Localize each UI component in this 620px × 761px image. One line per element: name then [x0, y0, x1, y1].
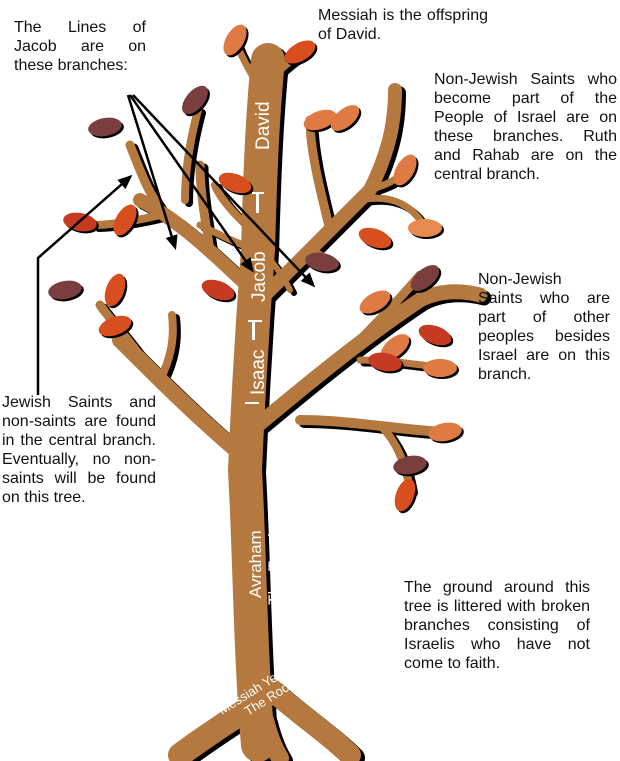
leaf — [48, 280, 82, 300]
leaf — [98, 315, 132, 337]
leaf — [358, 227, 392, 249]
pointer-arrow — [132, 94, 314, 286]
leaf — [284, 40, 316, 64]
leaf — [418, 324, 452, 346]
leaf — [423, 359, 457, 377]
branch — [325, 270, 425, 375]
leaf — [359, 290, 391, 314]
leaf — [303, 109, 337, 131]
arrowhead — [117, 174, 133, 190]
label-isaac: Isaac — [248, 350, 269, 395]
branch — [133, 193, 259, 297]
branch — [195, 160, 215, 255]
lines-of-jacob-text: The Lines of Jacob are on these branches… — [14, 19, 146, 74]
leaf — [408, 219, 442, 237]
divider — [248, 320, 262, 322]
divider — [252, 320, 255, 340]
leaf — [218, 172, 252, 194]
leaf — [223, 24, 247, 56]
branch — [259, 247, 293, 293]
branch — [256, 711, 289, 761]
jewish-saints-text: Jewish Saints and non-saints are found i… — [2, 394, 156, 506]
branch — [244, 284, 488, 438]
leaf — [368, 352, 402, 372]
leaf — [393, 455, 427, 475]
leaf — [330, 105, 360, 131]
branch — [261, 679, 361, 761]
leaf — [201, 279, 235, 301]
label-trunk: The Trunk — [265, 528, 284, 605]
pointer-arrow — [126, 94, 177, 248]
divider — [245, 402, 259, 404]
divider — [256, 193, 259, 213]
non-jewish-other-text: Non-Jewish Saints who are part of other … — [478, 271, 610, 383]
leaf — [104, 273, 126, 307]
branch — [228, 43, 285, 761]
arrowhead — [300, 272, 316, 288]
leaf — [410, 265, 440, 291]
branch — [305, 115, 335, 235]
pointer-arrow — [128, 94, 254, 271]
pointer-arrow — [36, 176, 131, 395]
label-david: David — [253, 101, 274, 150]
leaf — [394, 478, 416, 512]
arrowhead — [165, 234, 178, 251]
branch — [156, 311, 177, 384]
branch — [211, 181, 266, 244]
leaf — [305, 252, 339, 272]
leaf — [113, 204, 137, 236]
divider — [252, 192, 264, 194]
label-avraham: Avraham — [246, 530, 265, 598]
leaf — [428, 422, 462, 442]
messiah-david-text: Messiah is the offspring of David. — [318, 7, 488, 43]
branch — [168, 688, 274, 761]
arrowhead — [240, 257, 254, 273]
leaf — [393, 154, 417, 186]
leaf — [182, 85, 208, 115]
non-jewish-israel-text: Non-Jewish Saints who become part of the… — [434, 71, 617, 183]
ground-text: The ground around this tree is littered … — [404, 579, 590, 672]
label-jacob: Jacob — [249, 251, 270, 302]
leaf — [88, 117, 122, 137]
